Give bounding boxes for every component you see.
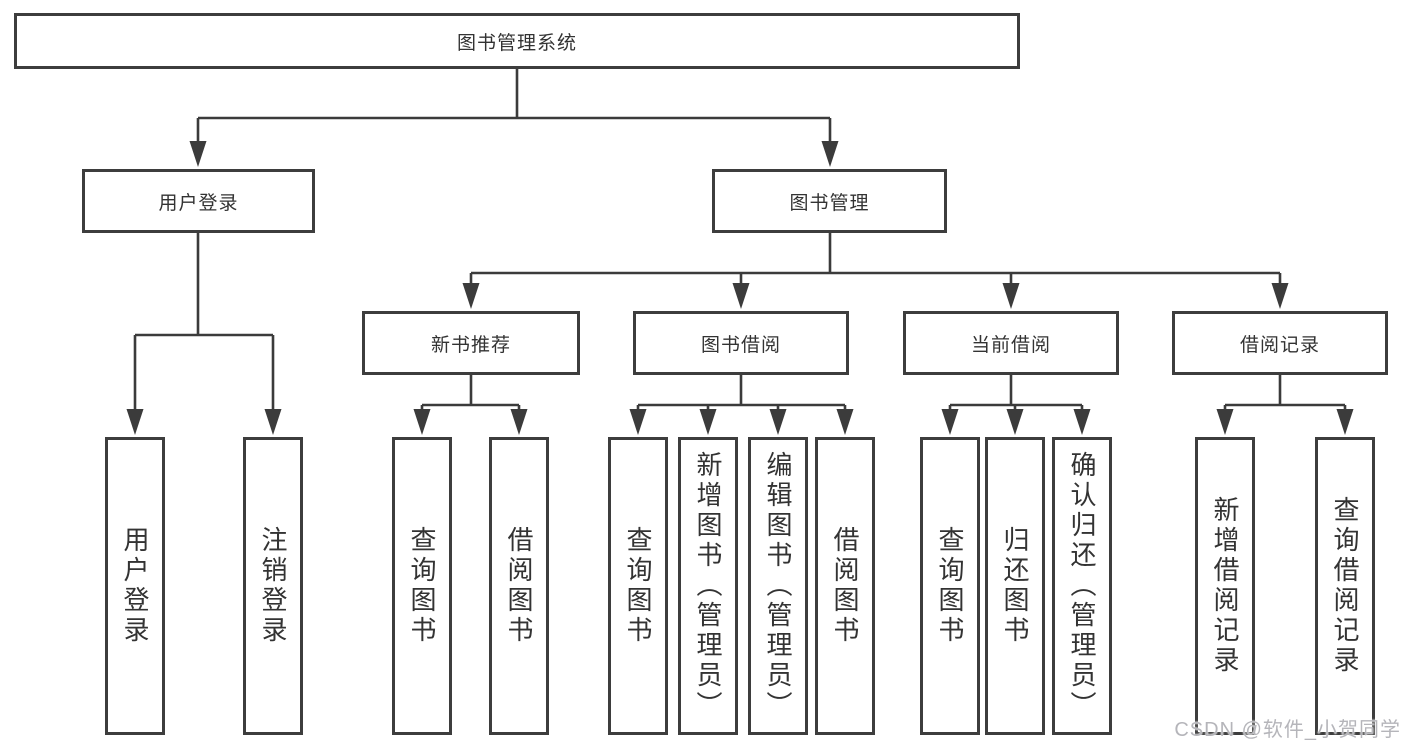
node-current-borrowing: 当前借阅 <box>903 311 1119 375</box>
node-borrow-books-recommend: 借阅图书 <box>489 437 549 735</box>
node-label: 用户登录 <box>158 192 239 214</box>
node-label: 注销登录 <box>258 526 288 646</box>
node-label: 确认归还（管理员） <box>1067 451 1097 721</box>
node-borrowing-records: 借阅记录 <box>1172 311 1388 375</box>
node-label: 用户登录 <box>120 526 150 646</box>
node-return-books: 归还图书 <box>985 437 1045 735</box>
node-label: 借阅记录 <box>1239 334 1320 356</box>
node-query-books-current: 查询图书 <box>920 437 980 735</box>
node-edit-books-admin: 编辑图书（管理员） <box>748 437 808 735</box>
node-confirm-return-admin: 确认归还（管理员） <box>1052 437 1112 735</box>
node-query-books-borrowing: 查询图书 <box>608 437 668 735</box>
node-label: 查询借阅记录 <box>1330 496 1360 676</box>
node-label: 查询图书 <box>623 526 653 646</box>
node-user-login: 用户登录 <box>82 169 315 233</box>
node-query-borrow-record: 查询借阅记录 <box>1315 437 1375 735</box>
node-label: 新增图书（管理员） <box>693 451 723 721</box>
node-label: 编辑图书（管理员） <box>763 451 793 721</box>
node-system-root: 图书管理系统 <box>14 13 1020 69</box>
node-label: 借阅图书 <box>504 526 534 646</box>
node-label: 借阅图书 <box>830 526 860 646</box>
node-user-login-action: 用户登录 <box>105 437 165 735</box>
node-label: 图书管理 <box>789 192 870 214</box>
node-label: 图书管理系统 <box>456 32 577 54</box>
node-label: 新书推荐 <box>430 334 511 356</box>
node-add-borrow-record: 新增借阅记录 <box>1195 437 1255 735</box>
node-label: 图书借阅 <box>700 334 781 356</box>
node-label: 查询图书 <box>935 526 965 646</box>
node-add-books-admin: 新增图书（管理员） <box>678 437 738 735</box>
node-query-books-recommend: 查询图书 <box>392 437 452 735</box>
node-label: 新增借阅记录 <box>1210 496 1240 676</box>
node-logout-action: 注销登录 <box>243 437 303 735</box>
node-book-management: 图书管理 <box>712 169 947 233</box>
node-borrow-books-borrowing: 借阅图书 <box>815 437 875 735</box>
node-label: 归还图书 <box>1000 526 1030 646</box>
node-label: 当前借阅 <box>970 334 1051 356</box>
node-book-borrowing: 图书借阅 <box>633 311 849 375</box>
watermark-text: CSDN @软件_小贺同学 <box>1174 719 1401 741</box>
node-label: 查询图书 <box>407 526 437 646</box>
node-new-book-recommend: 新书推荐 <box>362 311 580 375</box>
